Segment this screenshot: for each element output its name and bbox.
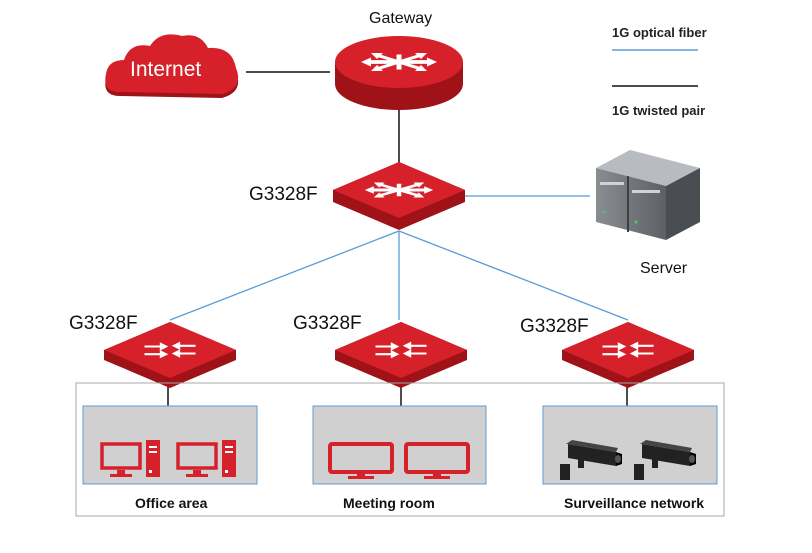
camera-2-icon: [634, 440, 696, 480]
internet-label: Internet: [130, 58, 202, 81]
meeting-display-2-icon: [404, 442, 470, 479]
legend-fiber-label: 1G optical fiber: [612, 25, 707, 40]
access-switch-right-icon: [562, 322, 694, 388]
switch-left-label: G3328F: [69, 313, 138, 334]
internet-cloud-icon: [105, 34, 239, 98]
surveillance-label: Surveillance network: [564, 495, 705, 511]
core-left-link: [169, 230, 400, 321]
gateway-label: Gateway: [369, 10, 433, 27]
office-pc-1-icon: [100, 440, 160, 477]
switch-right-label: G3328F: [520, 316, 589, 337]
office-area-label: Office area: [135, 495, 208, 511]
areas-container: [75, 382, 725, 517]
access-switch-left-icon: [104, 322, 236, 388]
legend-twisted-label: 1G twisted pair: [612, 103, 706, 118]
camera-1-icon: [560, 440, 622, 480]
gateway-router-icon: [335, 36, 463, 110]
meeting-display-1-icon: [328, 442, 394, 479]
switch-mid-label: G3328F: [293, 313, 362, 334]
access-switch-mid-icon: [335, 322, 467, 388]
core-right-link: [398, 230, 629, 321]
fiber-links: [169, 195, 629, 321]
server-label: Server: [640, 260, 688, 277]
core-switch-label: G3328F: [249, 184, 318, 205]
server-icon: [596, 150, 700, 240]
core-switch-icon: [333, 162, 465, 230]
office-pc-2-icon: [176, 440, 236, 477]
meeting-room-label: Meeting room: [343, 495, 435, 511]
twisted-pair-links: [127, 71, 666, 444]
